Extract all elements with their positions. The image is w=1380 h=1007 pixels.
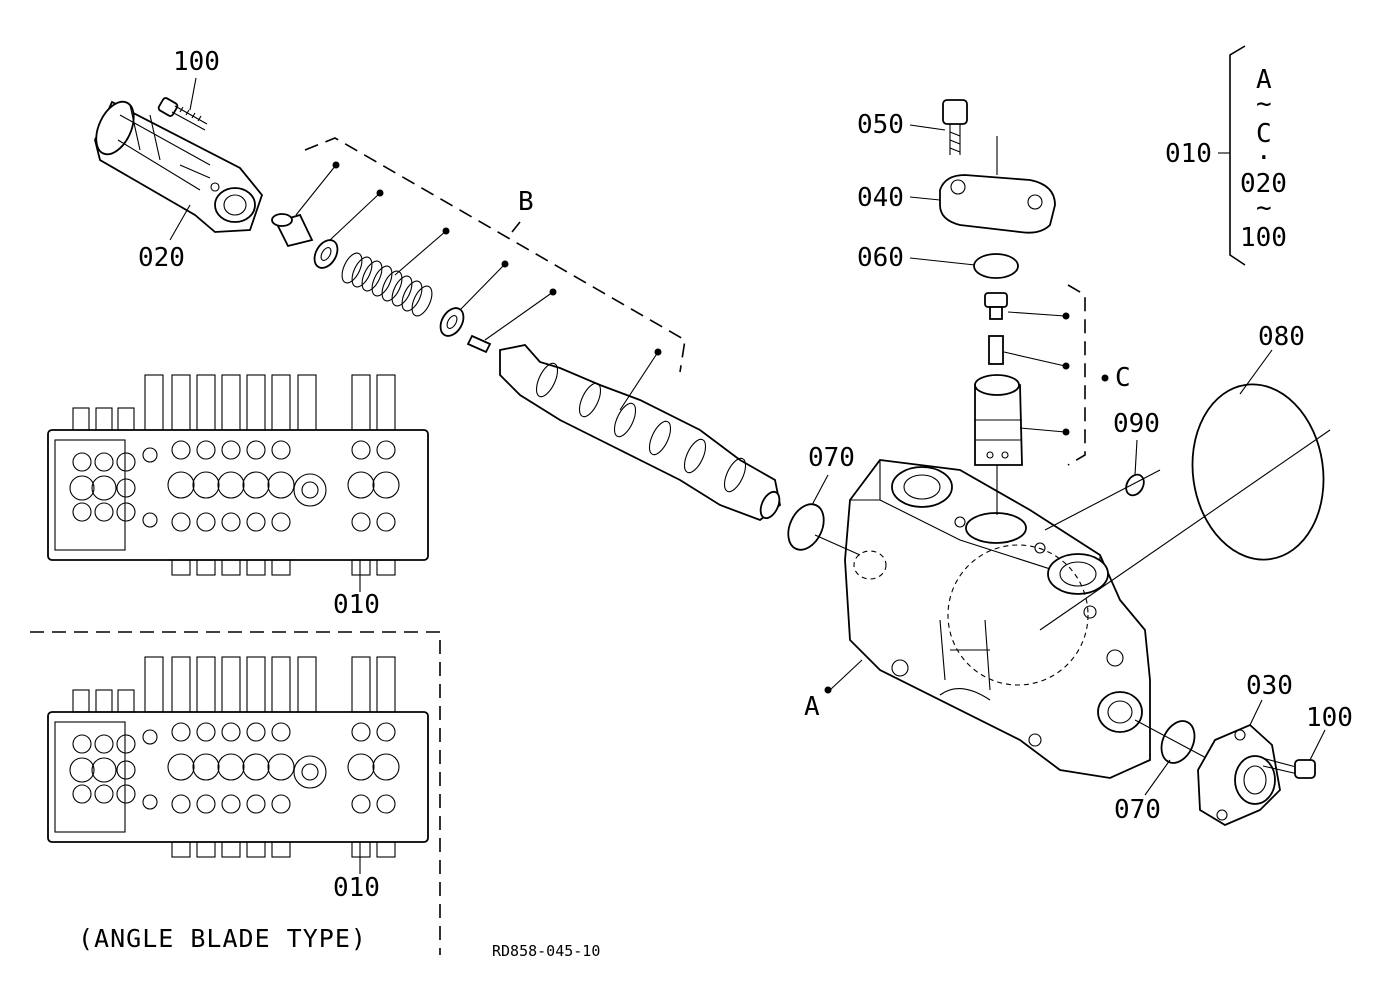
oring-070-upper — [787, 503, 861, 556]
legend-to: C — [1256, 119, 1272, 149]
group-c-parts — [974, 136, 1023, 515]
label-020: 020 — [138, 243, 185, 273]
legend-tilde-2: ~ — [1256, 193, 1272, 223]
legend-from: A — [1256, 65, 1272, 95]
angle-blade-boundary — [30, 631, 441, 955]
label-040: 040 — [857, 183, 904, 213]
label-c: C — [1115, 363, 1131, 393]
valve-bank-view-angle-blade — [47, 656, 429, 875]
label-100-right: 100 — [1306, 703, 1353, 733]
oring-090 — [1044, 469, 1161, 531]
group-c-leaders — [1003, 284, 1109, 466]
spool-cap-020 — [94, 100, 264, 233]
valve-bank-view — [47, 374, 429, 592]
group-b-leaders — [295, 137, 686, 411]
legend-label-010: 010 — [1165, 139, 1212, 169]
legend-separator: · — [1256, 143, 1272, 173]
cover-040 — [939, 174, 1056, 234]
label-030: 030 — [1246, 671, 1293, 701]
spool-parts — [271, 213, 781, 522]
oring-080 — [1039, 383, 1331, 631]
label-010-lower: 010 — [333, 873, 380, 903]
bolt-050 — [942, 99, 968, 155]
label-050: 050 — [857, 110, 904, 140]
label-100-top: 100 — [173, 47, 220, 77]
label-090: 090 — [1113, 409, 1160, 439]
label-010-upper: 010 — [333, 590, 380, 620]
legend-to-2: 100 — [1240, 223, 1287, 253]
label-070-lower: 070 — [1114, 795, 1161, 825]
label-070-upper: 070 — [808, 443, 855, 473]
legend-from-2: 020 — [1240, 169, 1287, 199]
label-b: B — [518, 187, 534, 217]
bolt-100-right — [1261, 757, 1316, 779]
drawing-code: RD858-045-10 — [492, 942, 600, 960]
label-leaders — [169, 77, 1326, 796]
label-060: 060 — [857, 243, 904, 273]
label-080: 080 — [1258, 322, 1305, 352]
label-a: A — [804, 692, 820, 722]
oring-060 — [973, 253, 1019, 279]
bolt-100-top — [157, 97, 208, 131]
valve-body-a — [844, 459, 1151, 779]
legend-bracket — [1218, 45, 1246, 266]
legend-tilde-1: ~ — [1256, 89, 1272, 119]
angle-blade-caption: (ANGLE BLADE TYPE) — [78, 924, 367, 953]
flange-030 — [1197, 723, 1281, 827]
